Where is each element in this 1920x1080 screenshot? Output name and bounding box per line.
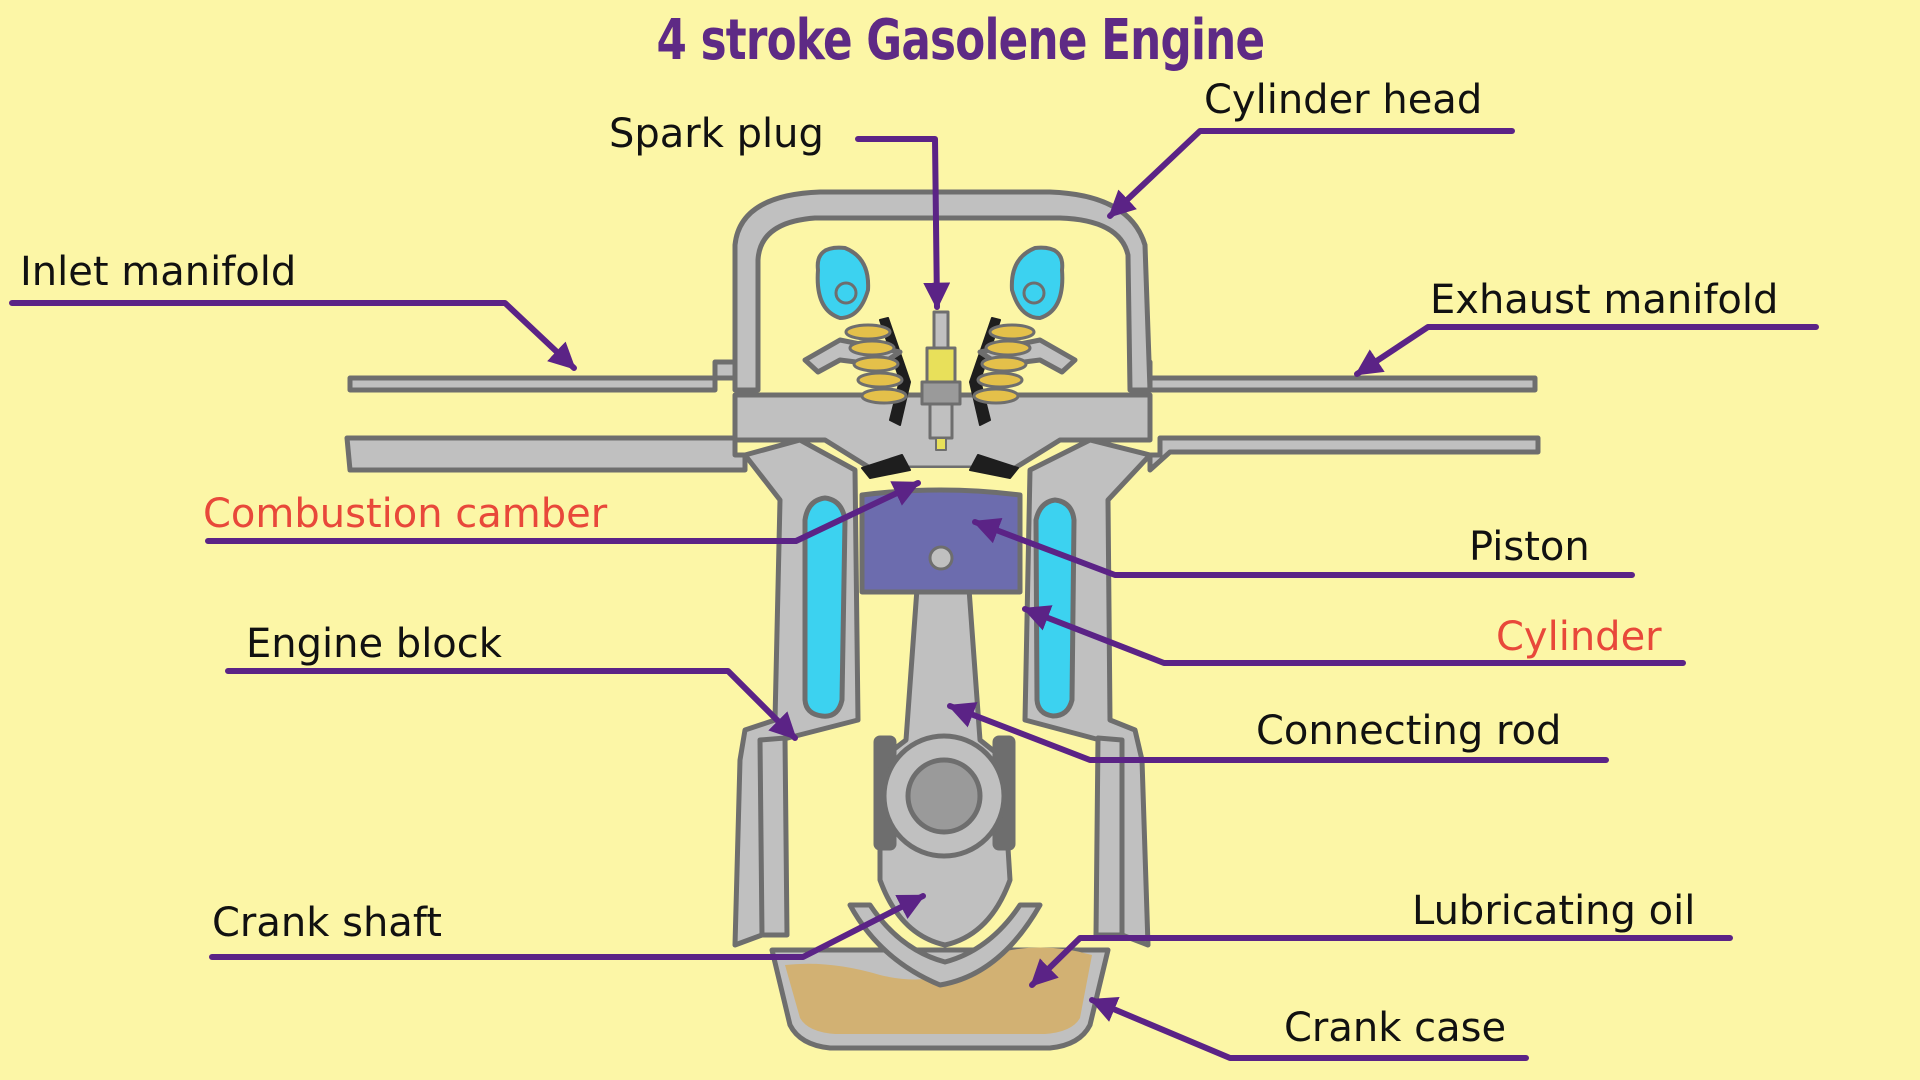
label-crank-case: Crank case [1284, 1005, 1507, 1051]
leader-lines [9, 128, 1819, 1061]
label-combustion-chamber: Combustion camber [203, 491, 608, 537]
crank-shaft-leader [209, 893, 926, 960]
label-spark-plug: Spark plug [609, 111, 824, 157]
exhaust-spring [972, 323, 1036, 405]
connecting-rod-leader [947, 702, 1609, 763]
label-exhaust-manifold: Exhaust manifold [1430, 277, 1779, 323]
coolant-jacket-right [1033, 497, 1077, 719]
engine-illustration [344, 189, 1541, 1051]
label-crank-shaft: Crank shaft [212, 900, 442, 946]
lower-block-right [1093, 735, 1125, 938]
label-connecting-rod: Connecting rod [1256, 708, 1562, 754]
label-cylinder: Cylinder [1496, 614, 1662, 660]
diagram-title: 4 stroke Gasolene Engine [656, 8, 1266, 73]
combustion-chamber-leader [205, 480, 921, 544]
piston-pin [928, 545, 954, 571]
label-engine-block: Engine block [246, 621, 502, 667]
intake-cam [815, 245, 871, 320]
piston-leader [972, 517, 1635, 578]
exhaust-manifold-leader [1354, 324, 1819, 377]
engine-block-leader [225, 668, 798, 741]
lubricating-oil-shape [785, 947, 1092, 1034]
crank-pin-inner [905, 757, 983, 835]
intake-spring [844, 323, 908, 405]
lubricating-oil-leader [1029, 935, 1733, 988]
cylinder-leader [1022, 605, 1686, 666]
spark-plug-leader [855, 136, 951, 310]
label-inlet-manifold: Inlet manifold [20, 249, 297, 295]
inlet-manifold-leader [9, 300, 577, 371]
label-cylinder-head: Cylinder head [1204, 77, 1483, 123]
spark-plug-shape [920, 310, 962, 451]
label-piston: Piston [1469, 524, 1590, 570]
coolant-jacket-left [802, 495, 848, 719]
label-lubricating-oil: Lubricating oil [1412, 888, 1696, 934]
crank-case-leader [1089, 996, 1529, 1061]
piston-shape [859, 487, 1023, 595]
lower-block [757, 735, 790, 938]
exhaust-cam [1009, 245, 1065, 320]
crank-web [847, 902, 1043, 988]
cylinder-head-leader [1107, 128, 1515, 219]
